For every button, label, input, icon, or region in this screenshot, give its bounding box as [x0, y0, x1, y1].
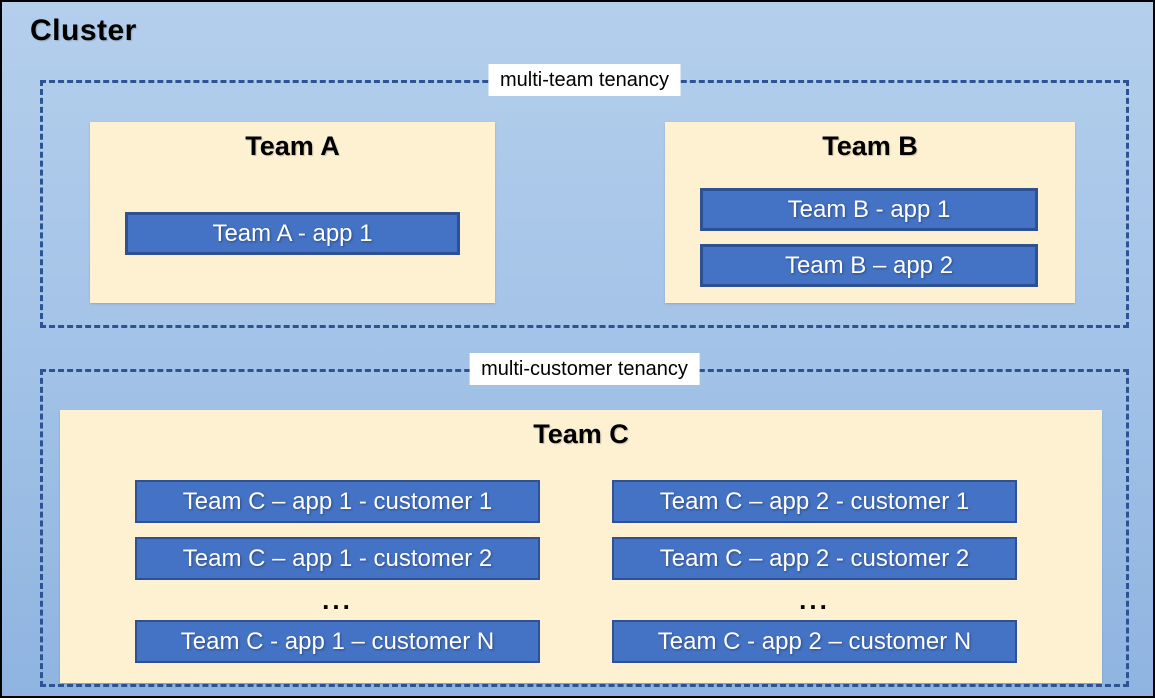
team-a-box: Team A Team A - app 1	[90, 122, 495, 303]
team-c-app1-ellipsis: ...	[322, 584, 353, 615]
team-c-app2-customer2: Team C – app 2 - customer 2	[612, 537, 1017, 580]
team-b-box: Team B Team B - app 1 Team B – app 2	[665, 122, 1075, 303]
team-b-app-1: Team B - app 1	[700, 188, 1038, 231]
team-b-title: Team B	[822, 131, 918, 161]
multi-customer-tenancy-zone: multi-customer tenancy Team C Team C – a…	[40, 353, 1129, 687]
team-c-box: Team C Team C – app 1 - customer 1 Team …	[60, 410, 1102, 683]
team-a-app-1: Team A - app 1	[125, 212, 460, 255]
team-c-app2-customerN: Team C - app 2 – customer N	[612, 620, 1017, 663]
team-c-app1-column: Team C – app 1 - customer 1 Team C – app…	[135, 480, 540, 663]
multi-team-tenancy-label: multi-team tenancy	[488, 64, 681, 96]
multi-customer-tenancy-label: multi-customer tenancy	[469, 353, 700, 385]
team-c-app2-ellipsis: ...	[799, 584, 830, 615]
cluster-title: Cluster	[30, 14, 137, 47]
team-c-title: Team C	[533, 419, 629, 449]
multi-team-tenancy-zone: multi-team tenancy Team A Team A - app 1…	[40, 64, 1129, 328]
team-c-app1-customerN: Team C - app 1 – customer N	[135, 620, 540, 663]
team-c-app1-customer1: Team C – app 1 - customer 1	[135, 480, 540, 523]
team-b-app-2: Team B – app 2	[700, 244, 1038, 287]
team-c-app2-customer1: Team C – app 2 - customer 1	[612, 480, 1017, 523]
team-c-app1-customer2: Team C – app 1 - customer 2	[135, 537, 540, 580]
team-c-app2-column: Team C – app 2 - customer 1 Team C – app…	[612, 480, 1017, 663]
team-a-title: Team A	[245, 131, 340, 161]
